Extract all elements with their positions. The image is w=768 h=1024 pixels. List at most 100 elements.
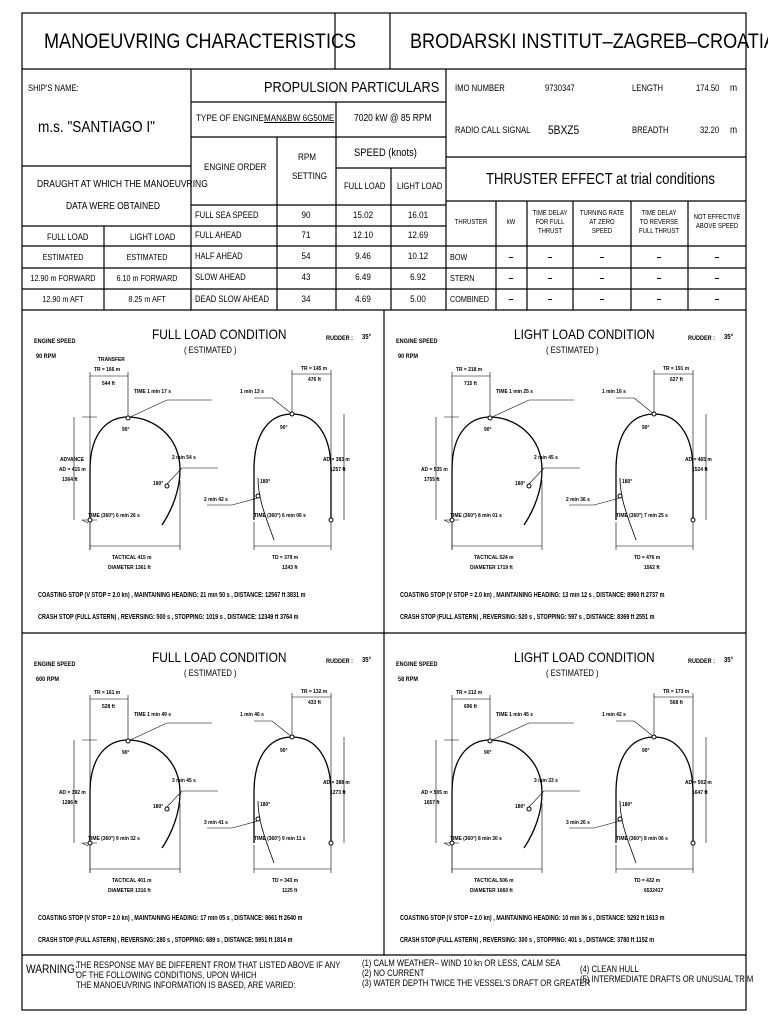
right-td-ft: 1562 ft bbox=[644, 565, 660, 571]
left-deg-90: 90° bbox=[484, 427, 492, 433]
draught-title: DRAUGHT AT WHICH THE MANOEUVRING bbox=[37, 179, 208, 190]
left-transfer: TR = 212 m bbox=[456, 690, 483, 696]
left-time-360: TIME (360°) 6 min 26 s bbox=[88, 513, 140, 519]
right-time-360: TIME (360°) 7 min 25 s bbox=[616, 513, 668, 519]
thruster-name: BOW bbox=[450, 252, 468, 262]
rudder-label: RUDDER : bbox=[688, 335, 716, 342]
left-tactical-ft: DIAMETER 1660 ft bbox=[470, 888, 513, 894]
left-deg-180: 180° bbox=[515, 481, 526, 487]
right-td: TD = 476 m bbox=[634, 555, 661, 561]
coasting-stop: COASTING STOP (V STOP = 2.0 kn) , MAINTA… bbox=[38, 592, 306, 599]
length-value: 174.50 bbox=[696, 83, 720, 93]
left-time-180: 3 min 33 s bbox=[534, 778, 558, 784]
right-advance-ft: 1647 ft bbox=[692, 790, 708, 796]
rudder-label: RUDDER : bbox=[688, 658, 716, 665]
engine-order-name: HALF AHEAD bbox=[195, 251, 243, 261]
engine-power: 7020 kW @ 85 RPM bbox=[354, 113, 432, 124]
warning-line: OF THE FOLLOWING CONDITIONS, UPON WHICH bbox=[76, 970, 257, 980]
right-advance-ft: 1524 ft bbox=[692, 467, 708, 473]
left-tactical-ft: DIAMETER 1719 ft bbox=[470, 565, 513, 571]
left-advance: AD = 505 m bbox=[421, 790, 448, 796]
imo-label: IMO NUMBER bbox=[455, 83, 505, 93]
thruster-name: COMBINED bbox=[450, 294, 489, 304]
crash-stop: CRASH STOP (FULL ASTERN) , REVERSING: 50… bbox=[38, 614, 299, 621]
left-tactical: TACTICAL 506 m bbox=[474, 878, 514, 884]
left-deg-180: 180° bbox=[153, 481, 164, 487]
rpm-setting-head: SETTING bbox=[292, 171, 327, 182]
turning-circle-diagram bbox=[73, 693, 345, 873]
call-sign-label: RADIO CALL SIGNAL bbox=[455, 125, 531, 135]
left-transfer-ft: 696 ft bbox=[464, 704, 477, 710]
right-advance-ft: 1273 ft bbox=[330, 790, 346, 796]
ship-name: m.s. "SANTIAGO I" bbox=[38, 119, 155, 136]
right-deg-180: 180° bbox=[260, 479, 271, 485]
left-time-180: 2 min 45 s bbox=[534, 455, 558, 461]
engine-speed-value: 90 RPM bbox=[398, 353, 418, 360]
right-transfer-ft: 627 ft bbox=[670, 377, 683, 383]
right-advance-ft: 1257 ft bbox=[330, 467, 346, 473]
breadth-unit: m bbox=[730, 125, 738, 136]
right-transfer-ft: 476 ft bbox=[308, 377, 321, 383]
sheet-title: MANOEUVRING CHARACTERISTICS bbox=[44, 30, 357, 53]
left-deg-180: 180° bbox=[515, 804, 526, 810]
left-time-360: TIME (360°) 9 min 32 s bbox=[88, 836, 140, 842]
engine-speed-label: ENGINE SPEED bbox=[396, 661, 438, 668]
left-tactical: TACTICAL 524 m bbox=[474, 555, 514, 561]
left-advance-ft: 1364 ft bbox=[62, 477, 78, 483]
right-time-180: 3 min 41 s bbox=[204, 820, 228, 826]
warning-line: THE RESPONSE MAY BE DIFFERENT FROM THAT … bbox=[76, 960, 341, 970]
left-advance-ft: 1755 ft bbox=[424, 477, 440, 483]
left-time-90: TIME 1 min 45 s bbox=[496, 712, 533, 718]
right-advance: AD = 465 m bbox=[685, 457, 712, 463]
right-td-ft: 1125 ft bbox=[282, 888, 298, 894]
right-transfer: TR = 132 m bbox=[301, 689, 328, 695]
right-time-180: 2 min 42 s bbox=[204, 497, 228, 503]
engine-speed-label: ENGINE SPEED bbox=[396, 338, 438, 345]
left-time-180: 2 min 54 s bbox=[172, 455, 196, 461]
panel-title: FULL LOAD CONDITION bbox=[152, 326, 287, 342]
engine-speed-label: ENGINE SPEED bbox=[34, 338, 76, 345]
right-td: TD = 379 m bbox=[272, 555, 299, 561]
right-advance: AD = 388 m bbox=[323, 780, 350, 786]
left-advance-ft: 1657 ft bbox=[424, 800, 440, 806]
engine-order-name: DEAD SLOW AHEAD bbox=[195, 294, 269, 304]
left-advance: AD = 392 m bbox=[59, 790, 86, 796]
right-deg-90: 90° bbox=[280, 425, 288, 431]
left-tactical: TACTICAL 401 m bbox=[112, 878, 152, 884]
engine-speed-label: ENGINE SPEED bbox=[34, 661, 76, 668]
right-time-90: 1 min 16 s bbox=[602, 389, 626, 395]
left-advance-head: ADVANCE bbox=[60, 457, 84, 463]
engine-order-name: FULL SEA SPEED bbox=[195, 210, 259, 220]
panel-estimated: ( ESTIMATED ) bbox=[184, 345, 237, 355]
turning-circle-diagram bbox=[435, 693, 707, 873]
length-unit: m bbox=[730, 83, 738, 94]
right-advance: AD = 383 m bbox=[323, 457, 350, 463]
engine-order-head: ENGINE ORDER bbox=[204, 162, 267, 173]
engine-speed-value: 600 RPM bbox=[36, 676, 60, 683]
engine-type: MAN&BW 6G50ME bbox=[264, 113, 335, 124]
rudder-label: RUDDER : bbox=[326, 658, 354, 665]
turning-circle-diagram bbox=[73, 370, 345, 550]
speed-head: SPEED (knots) bbox=[354, 147, 417, 159]
panel-title: LIGHT LOAD CONDITION bbox=[514, 649, 655, 665]
right-time-90: 1 min 42 s bbox=[602, 712, 626, 718]
right-time-180: 3 min 26 s bbox=[566, 820, 590, 826]
left-time-180: 3 min 45 s bbox=[172, 778, 196, 784]
left-advance-ft: 1286 ft bbox=[62, 800, 78, 806]
left-tactical: TACTICAL 415 m bbox=[112, 555, 152, 561]
left-tactical-ft: DIAMETER 1316 ft bbox=[108, 888, 151, 894]
speed-full-head: FULL LOAD bbox=[344, 181, 386, 191]
right-deg-90: 90° bbox=[280, 748, 288, 754]
right-transfer-ft: 568 ft bbox=[670, 700, 683, 706]
right-td: TD = 343 m bbox=[272, 878, 299, 884]
right-transfer: TR = 173 m bbox=[663, 689, 690, 695]
draught-title-2: DATA WERE OBTAINED bbox=[66, 201, 160, 212]
right-time-90: 1 min 13 s bbox=[240, 389, 264, 395]
engine-speed-value: 90 RPM bbox=[36, 353, 56, 360]
left-time-360: TIME (360°) 8 min 30 s bbox=[450, 836, 502, 842]
warning-condition: (3) WATER DEPTH TWICE THE VESSEL'S DRAFT… bbox=[362, 978, 591, 988]
panel-estimated: ( ESTIMATED ) bbox=[546, 668, 599, 678]
left-time-90: TIME 1 min 25 s bbox=[496, 389, 533, 395]
rudder-value: 35° bbox=[362, 657, 372, 664]
right-time-90: 1 min 46 s bbox=[240, 712, 264, 718]
